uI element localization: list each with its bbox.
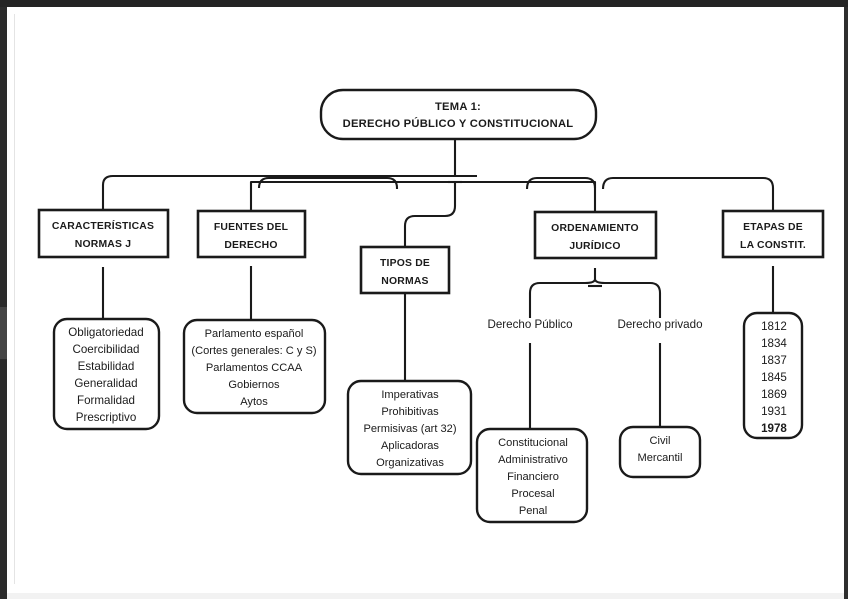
list-item: 1869 — [761, 388, 787, 401]
node-ordenamiento-box — [533, 210, 658, 260]
window-bottom-edge — [7, 593, 844, 599]
list-item: 1834 — [761, 337, 787, 350]
list-item: 1837 — [761, 354, 787, 367]
etapas-head-line2: LA CONSTIT. — [740, 240, 806, 251]
connector-branch-etapas — [601, 176, 775, 210]
ordenamiento-head-line2: JURÍDICO — [569, 239, 620, 252]
concept-map-diagram: TEMA 1: DERECHO PÚBLICO Y CONSTITUCIONAL… — [37, 88, 825, 524]
node-root-box — [319, 88, 598, 141]
connector-branch-ordenamiento — [467, 180, 597, 211]
list-item: Prohibitivas — [381, 406, 439, 418]
list-item: Constitucional — [498, 437, 568, 449]
node-caracteristicas-items-box — [52, 317, 161, 431]
list-item: Organizativas — [376, 457, 444, 469]
window-right-edge — [844, 7, 848, 599]
node-derecho-privado-items[interactable]: Civil Mercantil — [618, 425, 702, 479]
tipos-head-line1: TIPOS DE — [380, 258, 430, 269]
list-item: Financiero — [507, 471, 559, 483]
list-item: Prescriptivo — [76, 411, 137, 424]
node-caracteristicas-head[interactable]: CARACTERÍSTICAS NORMAS J — [37, 208, 170, 259]
node-tipos-items-box — [346, 379, 473, 476]
list-item: Penal — [519, 505, 547, 517]
node-derecho-publico-items[interactable]: Constitucional Administrativo Financiero… — [475, 427, 589, 524]
list-item: 1845 — [761, 371, 787, 384]
list-item: Aplicadoras — [381, 440, 439, 452]
tipos-head-line2: NORMAS — [381, 276, 428, 287]
connector-ordenamiento-left — [528, 278, 597, 318]
node-fuentes-head[interactable]: FUENTES DEL DERECHO — [196, 209, 307, 259]
node-etapas-head[interactable]: ETAPAS DE LA CONSTIT. — [721, 209, 825, 259]
node-etapas-years[interactable]: 1812 1834 1837 1845 1869 1931 1978 — [742, 311, 804, 440]
connector-branch-fuentes — [249, 180, 455, 210]
list-item: Permisivas (art 32) — [363, 423, 456, 435]
connector-bus-hop-left — [257, 176, 399, 190]
list-item: Mercantil — [637, 452, 682, 464]
fuentes-head-line1: FUENTES DEL — [214, 222, 289, 233]
list-item: Parlamento español — [205, 328, 304, 340]
list-item: 1978 — [761, 422, 787, 435]
node-root[interactable]: TEMA 1: DERECHO PÚBLICO Y CONSTITUCIONAL — [319, 88, 598, 141]
list-item: Obligatoriedad — [68, 326, 143, 339]
vertical-scrollbar[interactable] — [0, 7, 7, 599]
root-title-line2: DERECHO PÚBLICO Y CONSTITUCIONAL — [343, 117, 574, 130]
connector-bus-left — [101, 174, 477, 209]
list-item: Generalidad — [74, 377, 137, 390]
node-derecho-privado-box — [618, 425, 702, 479]
label-derecho-privado: Derecho privado — [617, 318, 702, 331]
node-fuentes-items[interactable]: Parlamento español (Cortes generales: C … — [182, 318, 327, 415]
node-derecho-publico-box — [475, 427, 589, 524]
list-item: Gobiernos — [228, 379, 280, 391]
node-tipos-box — [359, 245, 451, 295]
connector-branch-tipos — [403, 182, 457, 250]
list-item: 1812 — [761, 320, 787, 333]
list-item: Formalidad — [77, 394, 135, 407]
fuentes-head-line2: DERECHO — [224, 240, 277, 251]
node-tipos-items[interactable]: Imperativas Prohibitivas Permisivas (art… — [346, 379, 473, 476]
list-item: 1931 — [761, 405, 787, 418]
connector-ordenamiento-right — [593, 278, 662, 318]
scrollbar-thumb[interactable] — [0, 307, 7, 359]
root-title-line1: TEMA 1: — [435, 101, 481, 113]
list-item: Imperativas — [381, 389, 439, 401]
caracteristicas-head-line1: CARACTERÍSTICAS — [52, 219, 154, 232]
list-item: Aytos — [240, 396, 268, 408]
page-margin-line — [14, 14, 834, 584]
list-item: Civil — [650, 435, 671, 447]
connector-bus-hop-right — [525, 176, 597, 190]
label-derecho-publico: Derecho Público — [487, 318, 572, 331]
node-fuentes-items-box — [182, 318, 327, 415]
node-caracteristicas-items[interactable]: Obligatoriedad Coercibilidad Estabilidad… — [52, 317, 161, 431]
list-item: Estabilidad — [78, 360, 135, 373]
node-fuentes-box — [196, 209, 307, 259]
list-item: (Cortes generales: C y S) — [191, 345, 316, 357]
ordenamiento-head-line1: ORDENAMIENTO — [551, 223, 639, 234]
list-item: Coercibilidad — [72, 343, 139, 356]
list-item: Procesal — [511, 488, 554, 500]
node-etapas-box — [721, 209, 825, 259]
caracteristicas-head-line2: NORMAS J — [75, 239, 131, 250]
list-item: Administrativo — [498, 454, 568, 466]
etapas-head-line1: ETAPAS DE — [743, 222, 803, 233]
node-caracteristicas-box — [37, 208, 170, 259]
window-top-edge — [0, 0, 848, 7]
node-tipos-head[interactable]: TIPOS DE NORMAS — [359, 245, 451, 295]
node-etapas-years-box — [742, 311, 804, 440]
list-item: Parlamentos CCAA — [206, 362, 303, 374]
node-ordenamiento-head[interactable]: ORDENAMIENTO JURÍDICO — [533, 210, 658, 260]
